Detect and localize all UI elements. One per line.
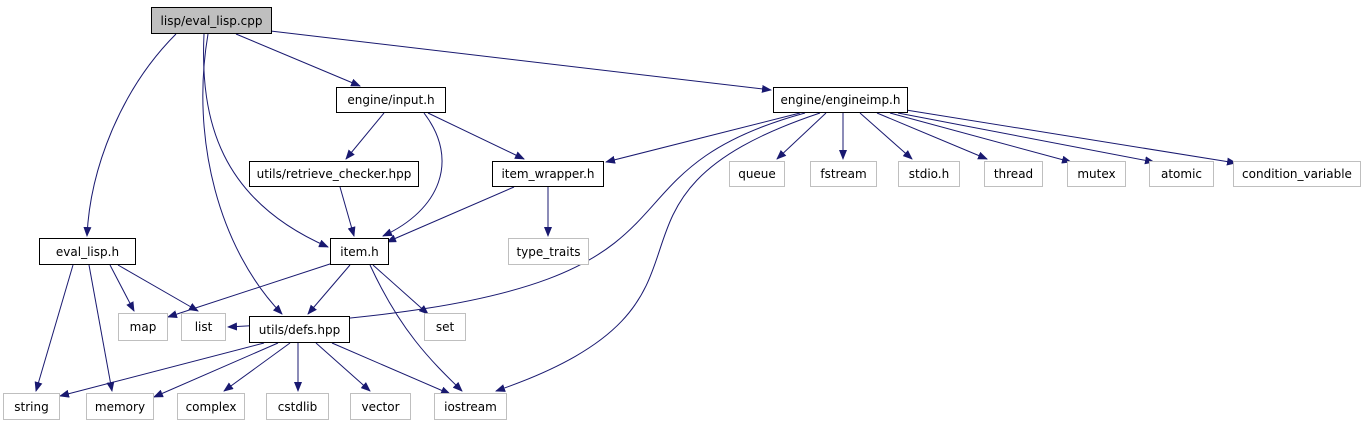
edge-engineimp-iostream	[495, 112, 821, 392]
edge-eval-string	[34, 264, 74, 392]
node-map[interactable]: map	[118, 313, 168, 341]
node-condvar[interactable]: condition_variable	[1233, 161, 1361, 187]
node-list[interactable]: list	[181, 313, 226, 341]
edge-item-set	[372, 264, 429, 315]
node-root[interactable]: lisp/eval_lisp.cpp	[151, 7, 272, 34]
node-string[interactable]: string	[3, 393, 60, 420]
node-set[interactable]: set	[424, 313, 466, 341]
edge-engineimp-queue	[776, 112, 827, 160]
edge-root-input	[235, 33, 361, 87]
edge-root-item	[203, 33, 329, 248]
node-vector[interactable]: vector	[350, 393, 411, 420]
node-thread[interactable]: thread	[984, 161, 1043, 187]
edge-engineimp-list	[227, 112, 806, 331]
node-item[interactable]: item.h	[330, 238, 389, 265]
node-mutex[interactable]: mutex	[1067, 161, 1126, 187]
edge-item-iostream	[369, 264, 463, 392]
node-type-traits[interactable]: type_traits	[508, 238, 589, 265]
edge-root-engineimp	[261, 29, 772, 93]
node-wrapper[interactable]: item_wrapper.h	[492, 161, 604, 187]
node-complex[interactable]: complex	[177, 393, 245, 420]
edge-eval-map	[109, 264, 135, 312]
edge-root-eval	[83, 33, 177, 237]
node-input[interactable]: engine/input.h	[336, 87, 446, 113]
edge-defs-string	[59, 342, 265, 398]
node-memory[interactable]: memory	[86, 393, 154, 420]
edge-defs-memory	[153, 342, 279, 398]
edge-defs-vector	[315, 342, 371, 392]
node-queue[interactable]: queue	[729, 161, 785, 187]
node-cstdlib[interactable]: cstdlib	[266, 393, 329, 420]
node-fstream[interactable]: fstream	[810, 161, 877, 187]
edge-wrapper-item	[386, 186, 515, 243]
edge-item-map	[167, 261, 337, 319]
node-stdio[interactable]: stdio.h	[898, 161, 960, 187]
edge-eval-memory	[88, 264, 115, 392]
edge-engineimp-stdio	[859, 112, 913, 160]
edge-input-wrapper	[427, 112, 525, 160]
node-iostream[interactable]: iostream	[434, 393, 507, 420]
edge-eval-list	[117, 264, 199, 312]
node-eval[interactable]: eval_lisp.h	[39, 238, 136, 265]
edge-input-retrieve	[345, 112, 385, 160]
node-retrieve[interactable]: utils/retrieve_checker.hpp	[249, 161, 419, 187]
edge-engineimp-atomic	[897, 112, 1155, 165]
edge-engineimp-thread	[876, 112, 988, 160]
edge-engineimp-mutex	[889, 112, 1072, 164]
edge-engineimp-condvar	[905, 109, 1237, 166]
edge-engineimp-wrapper	[605, 112, 801, 164]
edge-defs-complex	[223, 342, 291, 392]
edge-input-item	[382, 112, 443, 237]
node-defs[interactable]: utils/defs.hpp	[249, 316, 350, 343]
edge-item-defs	[307, 264, 351, 315]
node-atomic[interactable]: atomic	[1149, 161, 1214, 187]
edge-retrieve-item	[339, 186, 356, 237]
edge-defs-iostream	[331, 342, 451, 395]
node-engineimp[interactable]: engine/engineimp.h	[773, 87, 908, 113]
